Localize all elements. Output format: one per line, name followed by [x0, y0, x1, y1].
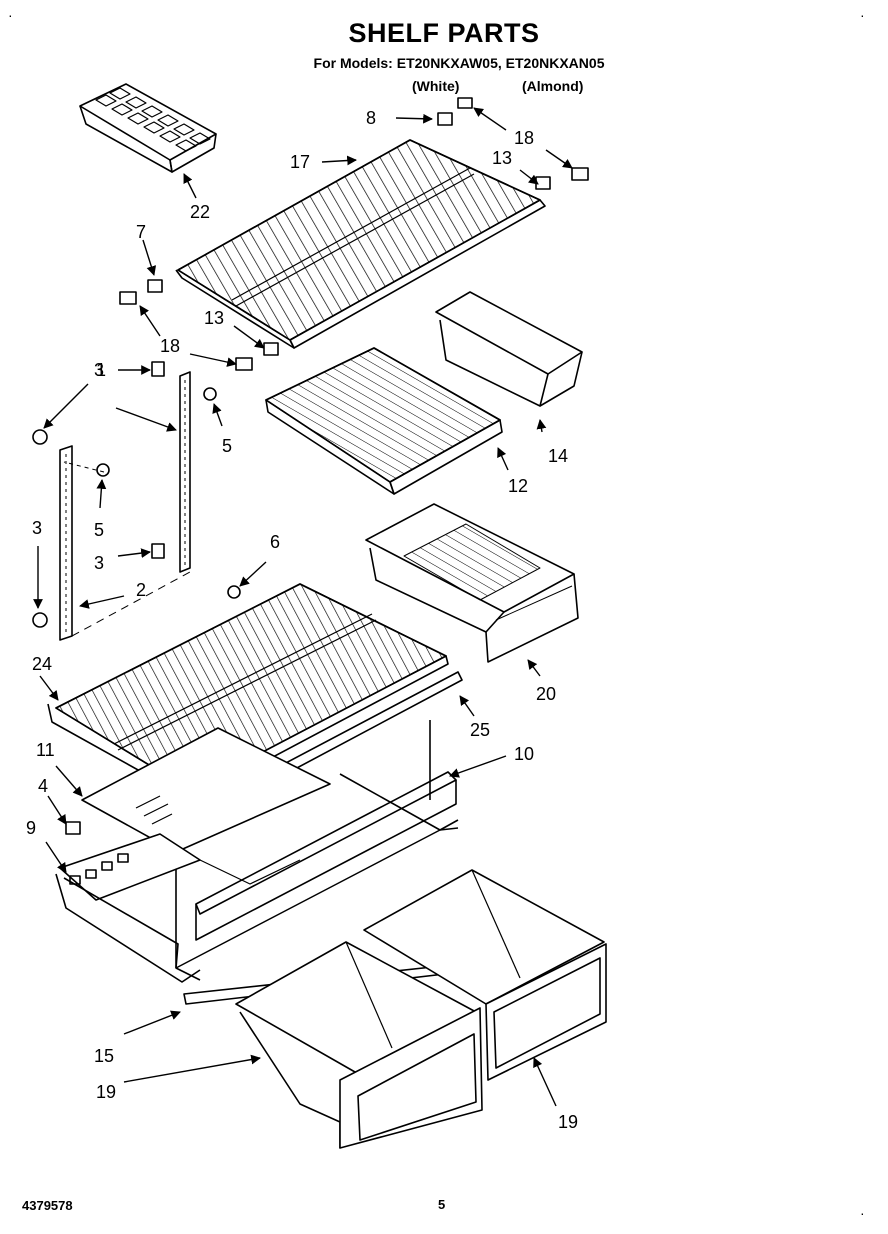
- shelf-hangers: [32, 97, 589, 835]
- crisper-cover-frame: [55, 827, 459, 983]
- meat-pan: [365, 503, 579, 663]
- callout-18-b: 18: [160, 336, 180, 356]
- callout-1: 1: [96, 360, 106, 380]
- crisper-drawer-left: [235, 941, 483, 1149]
- document-number: 4379578: [22, 1198, 73, 1213]
- callout-14: 14: [548, 446, 568, 466]
- crisper-drawer-right: [363, 869, 607, 1081]
- vertical-rails: [59, 371, 191, 641]
- corner-mark-top-right: ·: [860, 7, 865, 23]
- slide-out-tray: [265, 347, 503, 495]
- callout-19-left: 19: [96, 1082, 116, 1102]
- callout-13-b: 13: [204, 308, 224, 328]
- callout-3-a: 3: [94, 360, 104, 380]
- callout-19-right: 19: [558, 1112, 578, 1132]
- callout-10: 10: [514, 744, 534, 764]
- callout-22: 22: [190, 202, 210, 222]
- models-line: For Models: ET20NKXAW05, ET20NKXAN05: [313, 55, 605, 71]
- callout-4: 4: [38, 776, 48, 796]
- corner-mark-bottom-right: ·: [860, 1205, 865, 1221]
- callout-13-a: 13: [492, 148, 512, 168]
- variant-almond-label: (Almond): [522, 78, 584, 94]
- ice-tray: [79, 83, 217, 173]
- callout-24: 24: [32, 654, 52, 674]
- callout-7: 7: [136, 222, 146, 242]
- callout-18-a: 18: [514, 128, 534, 148]
- callout-17: 17: [290, 152, 310, 172]
- page-number: 5: [438, 1197, 446, 1212]
- lower-wire-shelf: [47, 583, 449, 801]
- variant-white-label: (White): [412, 78, 460, 94]
- callout-5-a: 5: [222, 436, 232, 456]
- callout-3-c: 3: [94, 553, 104, 573]
- corner-mark-top-left: ·: [8, 7, 13, 23]
- callout-labels: 19 19 1 2 3 3 3 3 4 5 5 6 7 8 9 10 11 12…: [26, 108, 578, 1132]
- door-bin: [435, 291, 583, 407]
- crisper-frame: [175, 720, 459, 981]
- upper-wire-shelf: [175, 139, 546, 349]
- callout-8: 8: [366, 108, 376, 128]
- page-title: SHELF PARTS: [348, 18, 540, 48]
- callout-6: 6: [270, 532, 280, 552]
- callout-11: 11: [36, 740, 55, 760]
- callout-arrows: [33, 107, 573, 1107]
- callout-9: 9: [26, 818, 36, 838]
- callout-3-b: 3: [32, 518, 42, 538]
- callout-25: 25: [470, 720, 490, 740]
- glass-shelf: [81, 727, 331, 853]
- callout-2: 2: [136, 580, 146, 600]
- callout-15: 15: [94, 1046, 114, 1066]
- callout-12: 12: [508, 476, 528, 496]
- callout-20: 20: [536, 684, 556, 704]
- callout-5-b: 5: [94, 520, 104, 540]
